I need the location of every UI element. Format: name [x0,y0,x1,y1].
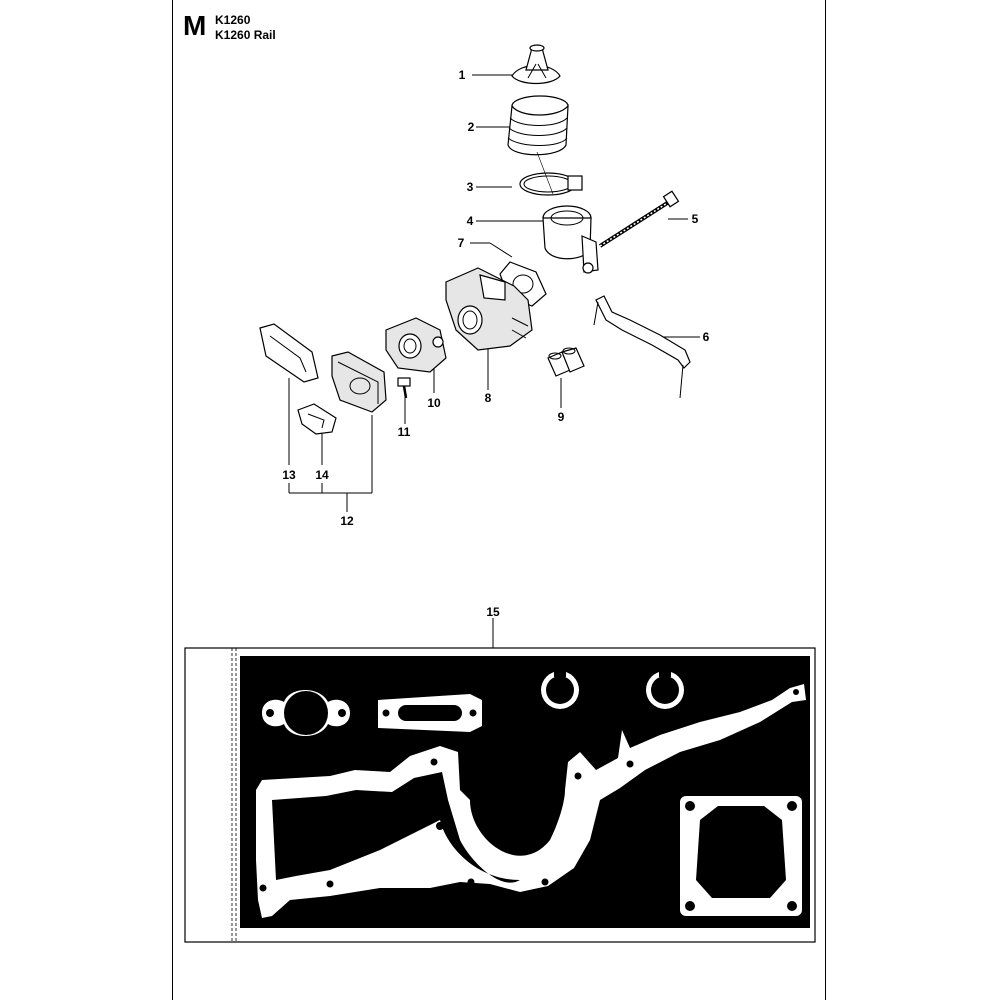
model-name: K1260 Rail [215,28,276,42]
gasket-slot [378,694,482,732]
callout-3: 3 [467,180,474,194]
callout-4: 4 [467,214,474,228]
gasket-ring-left [541,665,579,709]
callout-6: 6 [703,330,710,344]
part-hose-clamp [519,172,583,196]
callout-9: 9 [558,410,565,424]
gasket-crankcase [256,684,806,918]
callout-11: 11 [398,425,411,439]
part-intake-adapter [385,317,447,373]
part-filter-bellows [507,95,569,156]
callout-14: 14 [315,468,329,482]
gasket-cylinder [680,796,802,916]
part-intake-housing [542,205,599,274]
part-small-gasket [297,403,337,435]
callout-12: 12 [340,514,354,528]
part-intake-manifold [331,351,387,413]
callout-2: 2 [468,120,475,134]
gasket-ring-right [646,665,684,709]
callout-15: 15 [486,605,500,619]
callout-8: 8 [485,391,492,405]
part-linkage-rod [593,295,691,399]
section-letter: M [183,10,207,41]
callout-labels: 1 2 3 4 5 6 7 8 9 10 11 12 13 14 15 [282,68,709,619]
callout-7: 7 [458,236,465,250]
gasket-flange [262,683,350,736]
leader-lines [288,74,700,648]
callout-13: 13 [282,468,296,482]
part-connector-pair [547,347,585,377]
model-name: K1260 [215,13,251,27]
part-long-screw [598,190,680,248]
part-rubber-seal [259,323,319,383]
part-air-cone [511,44,561,85]
callout-10: 10 [427,396,441,410]
part-carburetor [445,267,533,351]
page-frame [172,0,826,1000]
gasket-kit-panel [184,647,816,943]
part-screw [397,377,411,399]
callout-1: 1 [459,68,466,82]
callout-5: 5 [692,212,699,226]
